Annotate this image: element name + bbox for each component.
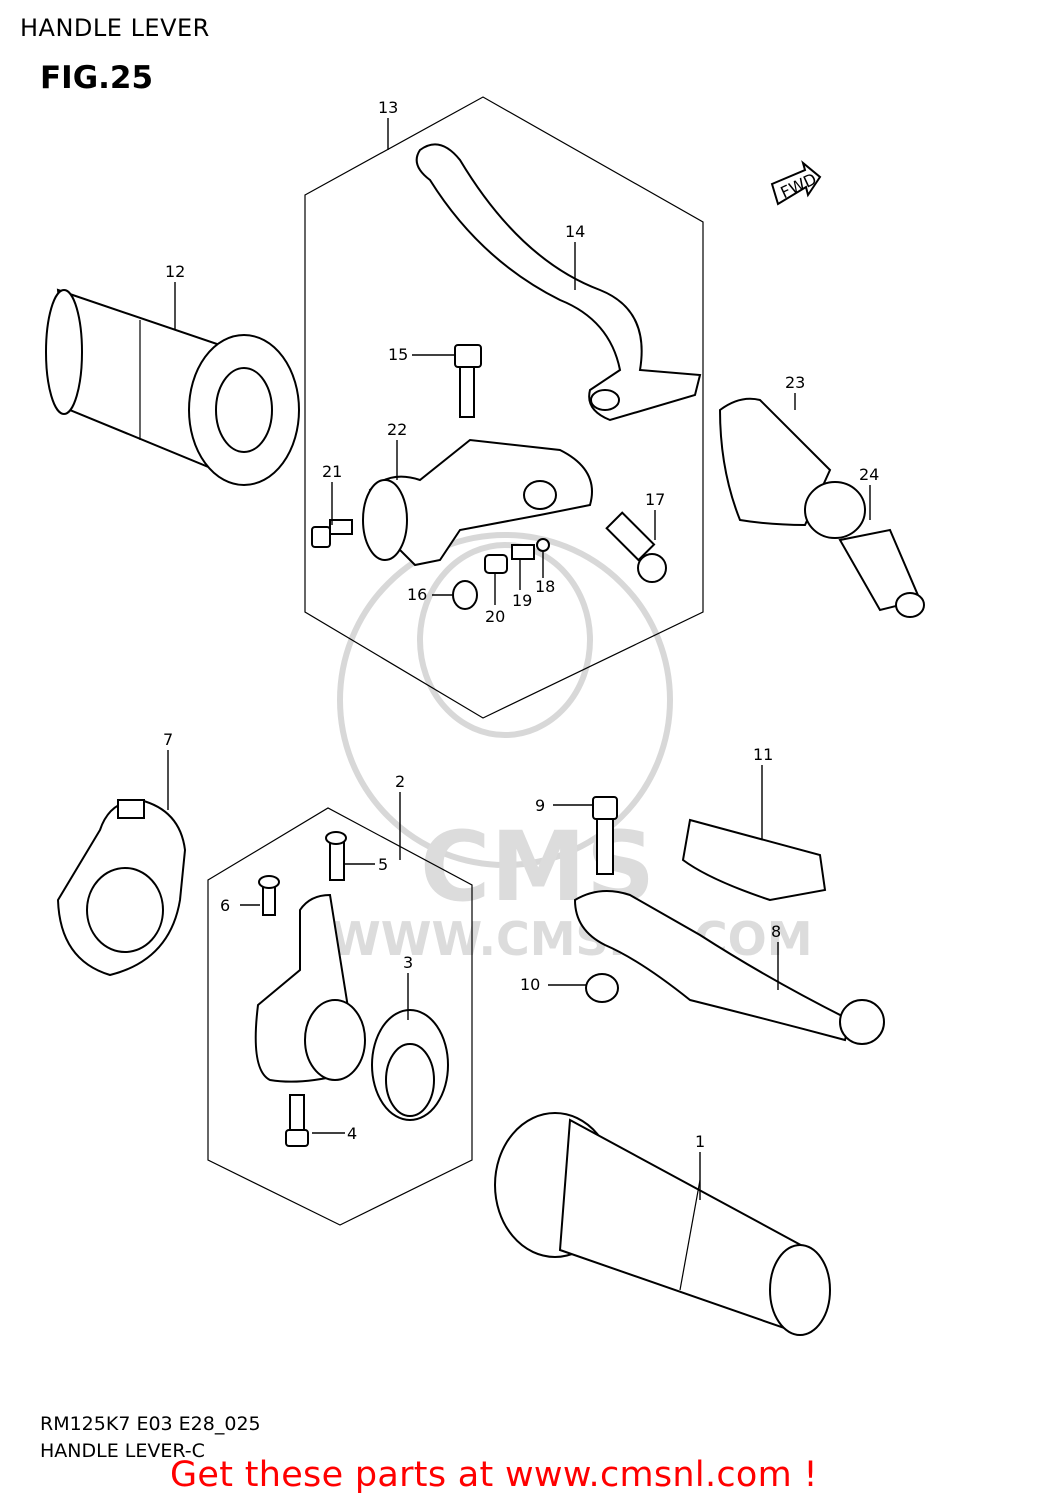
page-header-title: HANDLE LEVER [20, 14, 210, 42]
callout-19: 19 [512, 591, 532, 610]
callout-14: 14 [565, 222, 585, 241]
callout-2: 2 [395, 772, 405, 791]
part-21-screw [311, 526, 331, 548]
parts-link[interactable]: Get these parts at www.cmsnl.com ! [170, 1455, 818, 1495]
callout-6: 6 [220, 896, 230, 915]
callout-10: 10 [520, 975, 540, 994]
part-19-spring [511, 544, 535, 560]
callout-15: 15 [388, 345, 408, 364]
part-4-bolt [285, 1094, 309, 1147]
callout-17: 17 [645, 490, 665, 509]
watermark: CMS WWW.CMSNL.COM [330, 532, 813, 966]
callout-13: 13 [378, 98, 398, 117]
callout-21: 21 [322, 462, 342, 481]
callout-7: 7 [163, 730, 173, 749]
callouts: 13 14 12 15 23 22 21 24 17 16 20 19 18 7… [163, 98, 879, 1151]
part-20-bushing [484, 554, 508, 574]
part-24-cable-adjuster [804, 481, 925, 618]
figure-number: FIG.25 [40, 60, 154, 96]
callout-9: 9 [535, 796, 545, 815]
part-11-cover [681, 818, 827, 902]
callout-3: 3 [403, 953, 413, 972]
part-23-boot [718, 397, 832, 527]
callout-22: 22 [387, 420, 407, 439]
leader-lines [167, 118, 871, 1200]
callout-12: 12 [165, 262, 185, 281]
callout-23: 23 [785, 373, 805, 392]
callout-11: 11 [753, 745, 773, 764]
part-22-bracket [362, 438, 593, 567]
part-3-clamp [371, 1009, 449, 1121]
fwd-arrow-icon: FWD [770, 160, 822, 206]
part-9-bolt [592, 796, 618, 875]
callout-8: 8 [771, 922, 781, 941]
fwd-label: FWD [778, 169, 820, 202]
part-10-nut [585, 973, 619, 1003]
diagram-subtitle: HANDLE LEVER-C [40, 1440, 205, 1462]
callout-1: 1 [695, 1132, 705, 1151]
callout-18: 18 [535, 577, 555, 596]
callout-5: 5 [378, 855, 388, 874]
callout-16: 16 [407, 585, 427, 604]
part-2-lever-bracket [254, 831, 366, 1083]
part-8-lever [573, 890, 885, 1045]
callout-24: 24 [859, 465, 879, 484]
part-17-adjuster [605, 511, 667, 583]
part-14-lever [415, 143, 702, 422]
kit-outline-2 [207, 807, 473, 1226]
callout-4: 4 [347, 1124, 357, 1143]
part-16-nut [452, 580, 478, 610]
part-15-bolt [454, 344, 482, 418]
part-18-ball [536, 538, 550, 552]
part-7-throttle-housing [56, 798, 187, 977]
diagram-code: RM125K7 E03 E28_025 [40, 1413, 261, 1435]
part-12-grip [45, 288, 300, 486]
part-1-grip [494, 1112, 831, 1336]
kit-outline-13 [304, 96, 704, 719]
callout-20: 20 [485, 607, 505, 626]
